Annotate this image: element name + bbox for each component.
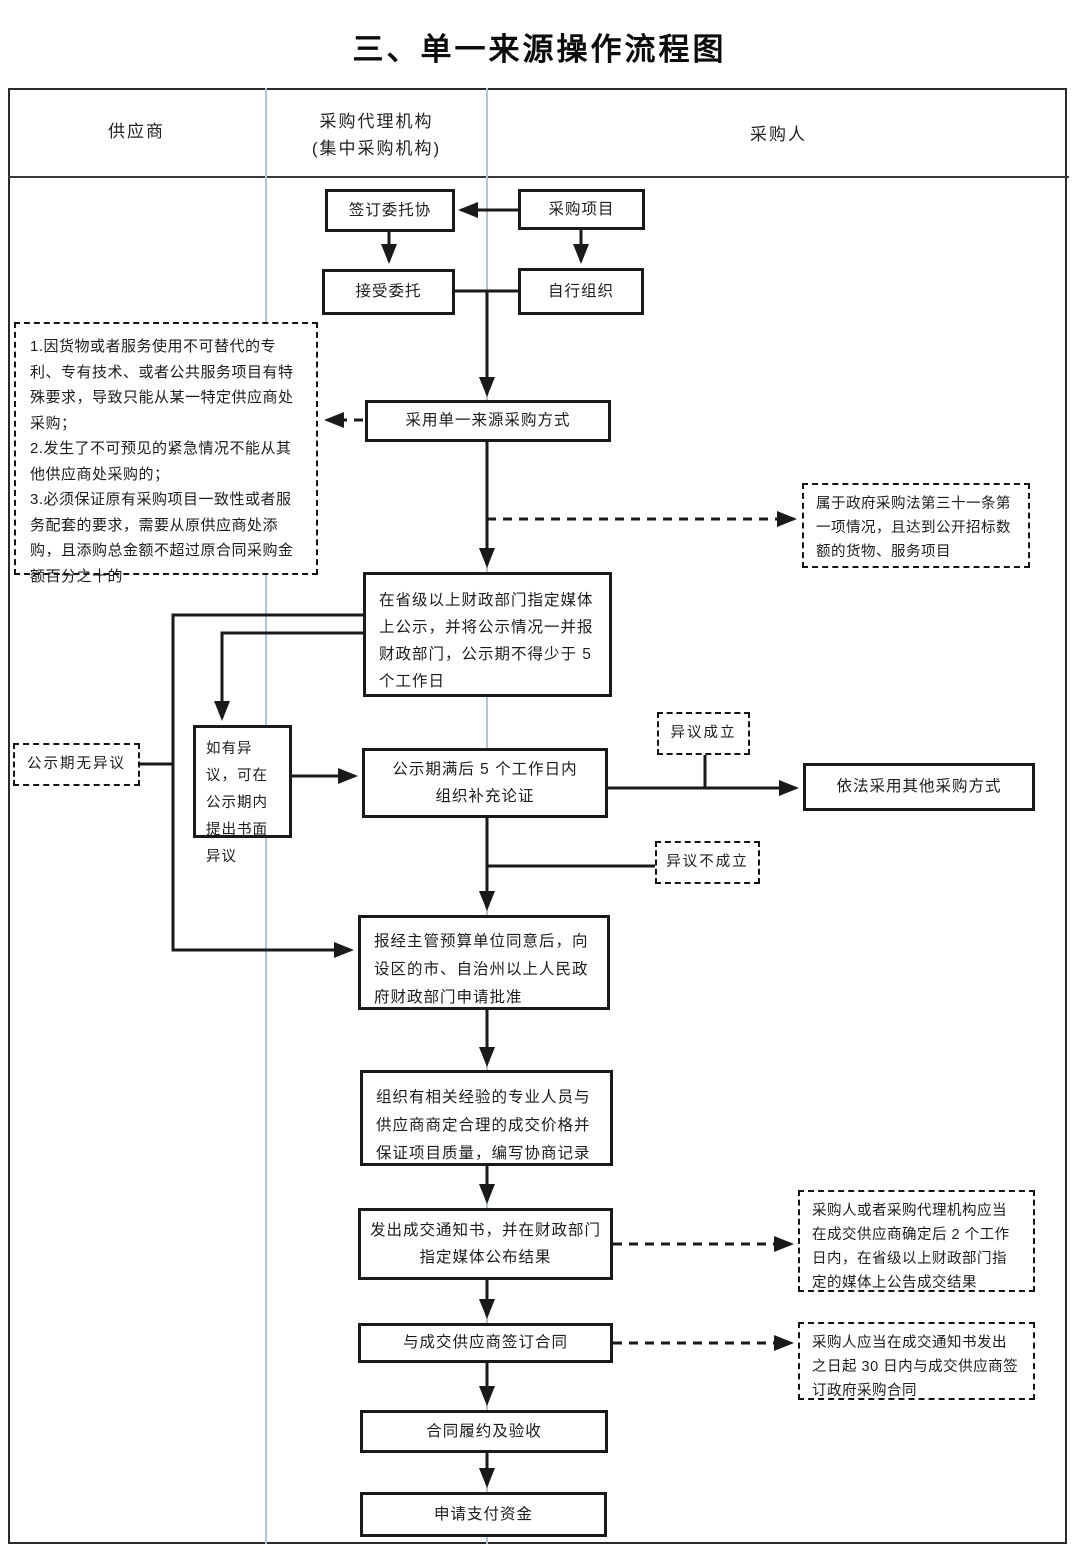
header-separator [8, 176, 1069, 178]
flow-box-negotiation: 组织有相关经验的专业人员与供应商商定合理的成交价格并保证项目质量，编写协商记录 [360, 1070, 613, 1166]
note-box-sign-within-30-days: 采购人应当在成交通知书发出之日起 30 日内与成交供应商签订政府采购合同 [798, 1322, 1035, 1400]
note-box-objection-invalid: 异议不成立 [655, 841, 760, 884]
lane-header-agency-line1: 采购代理机构 [319, 112, 434, 131]
flow-box-procurement-project: 采购项目 [518, 189, 645, 230]
flow-box-written-objection: 如有异议，可在公示期内提出书面异议 [193, 725, 292, 865]
note-box-no-objection: 公示期无异议 [13, 743, 140, 786]
lane-header-purchaser: 采购人 [750, 125, 807, 144]
page-title: 三、单一来源操作流程图 [352, 32, 727, 67]
note-box-single-source-reasons: 1.因货物或者服务使用不可替代的专利、专有技术、或者公共服务项目有特殊要求，导致… [14, 322, 318, 585]
lane-header-agency-line2: (集中采购机构) [311, 139, 442, 158]
flow-box-award-notice: 发出成交通知书，并在财政部门 指定媒体公布结果 [358, 1208, 613, 1280]
flow-box-single-source-method: 采用单一来源采购方式 [365, 400, 611, 442]
lane-header-supplier: 供应商 [108, 122, 165, 141]
flow-box-publicity: 在省级以上财政部门指定媒体上公示，并将公示情况一并报财政部门，公示期不得少于 5… [363, 572, 612, 697]
flow-box-approval: 报经主管预算单位同意后，向设区的市、自治州以上人民政府财政部门申请批准 [358, 915, 610, 1010]
flow-box-payment-request: 申请支付资金 [360, 1492, 607, 1537]
flow-box-contract-performance: 合同履约及验收 [360, 1410, 608, 1453]
flow-box-sign-contract: 与成交供应商签订合同 [358, 1323, 613, 1363]
flow-box-accept-entrustment: 接受委托 [322, 269, 455, 315]
flow-box-supplementary-review: 公示期满后 5 个工作日内 组织补充论证 [362, 748, 608, 818]
lane-header-agency: 采购代理机构 (集中采购机构) [267, 108, 486, 162]
note-box-announce-result: 采购人或者采购代理机构应当在成交供应商确定后 2 个工作日内，在省级以上财政部门… [798, 1190, 1035, 1292]
flow-box-self-organize: 自行组织 [518, 268, 644, 315]
flow-box-sign-agreement: 签订委托协 [325, 189, 455, 232]
chart-frame [8, 88, 1067, 1544]
flow-box-other-method: 依法采用其他采购方式 [803, 763, 1035, 811]
note-box-objection-valid: 异议成立 [657, 712, 750, 755]
note-box-law-article31: 属于政府采购法第三十一条第一项情况，且达到公开招标数额的货物、服务项目 [802, 483, 1030, 568]
